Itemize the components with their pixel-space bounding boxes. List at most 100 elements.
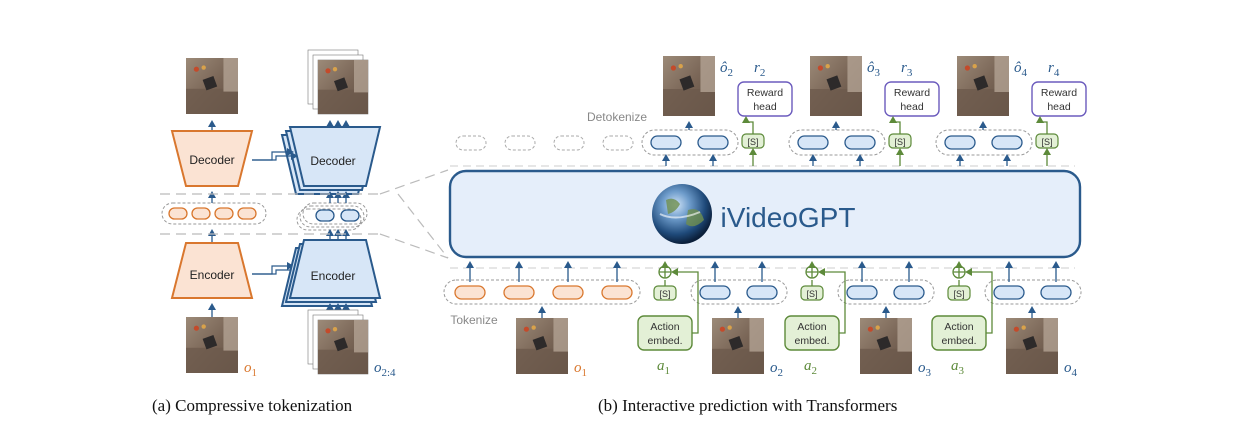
a-input-o1-label: o1 <box>244 360 257 379</box>
frame-robot-arm <box>223 58 238 92</box>
b-placeholder-token <box>455 135 487 151</box>
frame-robot-arm <box>553 318 568 352</box>
frame-yellow-item <box>531 325 536 330</box>
frame-red-item <box>193 325 199 331</box>
frame-table <box>957 89 1009 116</box>
b-input-frame <box>712 318 764 374</box>
zoom-line-bottom <box>379 233 449 259</box>
b-output-token-group <box>935 129 1033 156</box>
frame-red-item <box>523 326 530 332</box>
b-input-label: o2 <box>770 360 783 379</box>
b-output-token <box>797 135 829 150</box>
frame-robot-arm <box>223 317 238 351</box>
frame-table <box>318 89 368 114</box>
frame-yellow-item <box>332 326 338 332</box>
frame-table <box>1006 348 1058 374</box>
b-reward-label: r4 <box>1048 60 1060 79</box>
frame-red-item <box>1013 326 1020 332</box>
figure-diagram: DecoderEncodero1DecoderEncodero2:4iVideo… <box>160 49 1087 379</box>
frame-robot-arm <box>354 320 368 353</box>
b-input-frame <box>1006 318 1058 374</box>
frame-yellow-item <box>875 325 880 330</box>
caption-b: (b) Interactive prediction with Transfor… <box>598 396 898 415</box>
a-decoder-orange <box>170 130 254 187</box>
a-cond-line <box>252 152 298 161</box>
frame-yellow-item <box>1021 325 1026 330</box>
b-special-token-out-label: [S] <box>1041 137 1052 147</box>
b-placeholder-token <box>504 135 536 151</box>
zoom-cross <box>397 193 449 259</box>
b-reward-head-line2: head <box>900 101 924 113</box>
frame-yellow-item <box>678 63 683 69</box>
b-input-label: o1 <box>574 360 587 379</box>
frame-object <box>532 335 548 351</box>
a-output-stack <box>318 60 368 114</box>
frame-object <box>202 75 218 91</box>
b-arrow-to-reward <box>889 116 901 134</box>
frame-yellow-item <box>825 63 830 69</box>
b-reward-head <box>737 81 793 117</box>
frame-table <box>186 88 238 114</box>
b-input-token-group <box>837 279 935 305</box>
a-output-frame <box>186 58 238 114</box>
frame-object <box>1022 335 1038 351</box>
b-reward-head-line2: head <box>1047 101 1071 113</box>
b-input-token-orange <box>552 285 584 300</box>
frame-yellow-item <box>972 63 977 69</box>
frame-red-item <box>325 68 331 74</box>
b-input-label: o4 <box>1064 360 1078 379</box>
b-output-token <box>650 135 682 150</box>
b-transformer-box <box>448 169 1082 259</box>
b-output-token-group <box>641 129 739 156</box>
frame-object <box>728 335 744 351</box>
frame-yellow-item <box>332 66 338 72</box>
b-special-token-in-label: [S] <box>659 289 670 299</box>
frame-red-item <box>719 326 726 332</box>
b-input-label: o3 <box>918 360 932 379</box>
frame-red-item <box>670 65 677 71</box>
a-cond-line <box>252 266 298 275</box>
a-token-orange <box>191 207 211 220</box>
b-detokenize-label: Detokenize <box>587 110 647 124</box>
frame-object <box>826 75 842 91</box>
b-reward-head-line1: Reward <box>1041 87 1077 99</box>
b-input-token-orange <box>601 285 633 300</box>
frame-table <box>860 348 912 374</box>
a-token-group-blue <box>302 202 368 225</box>
b-earth-cloud <box>659 211 701 219</box>
frame-yellow-item <box>201 324 206 329</box>
b-arrow-to-reward <box>1036 116 1048 134</box>
frame-table <box>663 89 715 116</box>
a-token-group <box>161 202 267 225</box>
b-input-token-group-first <box>443 279 641 305</box>
b-arrow-action <box>671 268 699 334</box>
b-placeholder-token <box>602 135 634 151</box>
b-action-embed-line1: Action <box>944 321 973 333</box>
b-input-token <box>699 285 731 300</box>
b-add-icon-cross <box>953 266 965 278</box>
b-predicted-frame <box>663 56 715 116</box>
frame-robot-arm <box>700 56 715 92</box>
a-decoder-blue <box>288 126 382 187</box>
frame-object <box>679 75 695 91</box>
b-input-token <box>893 285 925 300</box>
a-token-orange <box>214 207 234 220</box>
frame-object <box>876 335 892 351</box>
b-input-token <box>993 285 1025 300</box>
b-earth-land <box>666 198 704 227</box>
frame-table <box>712 348 764 374</box>
a-token-orange <box>168 207 188 220</box>
a-decoder-blue-label: Decoder <box>310 154 355 168</box>
frame-yellow-item <box>727 325 732 330</box>
zoom-line-top <box>379 169 449 195</box>
a-input-frame <box>186 317 238 373</box>
frame-robot-arm <box>354 60 368 93</box>
b-add-icon-cross <box>806 266 818 278</box>
b-action-embed-line2: embed. <box>647 335 682 347</box>
frame-table <box>318 349 368 374</box>
b-input-token-orange <box>454 285 486 300</box>
a-token-orange <box>237 207 257 220</box>
frame-red-item <box>817 65 824 71</box>
b-action-embed-line2: embed. <box>794 335 829 347</box>
frame-table <box>516 348 568 374</box>
